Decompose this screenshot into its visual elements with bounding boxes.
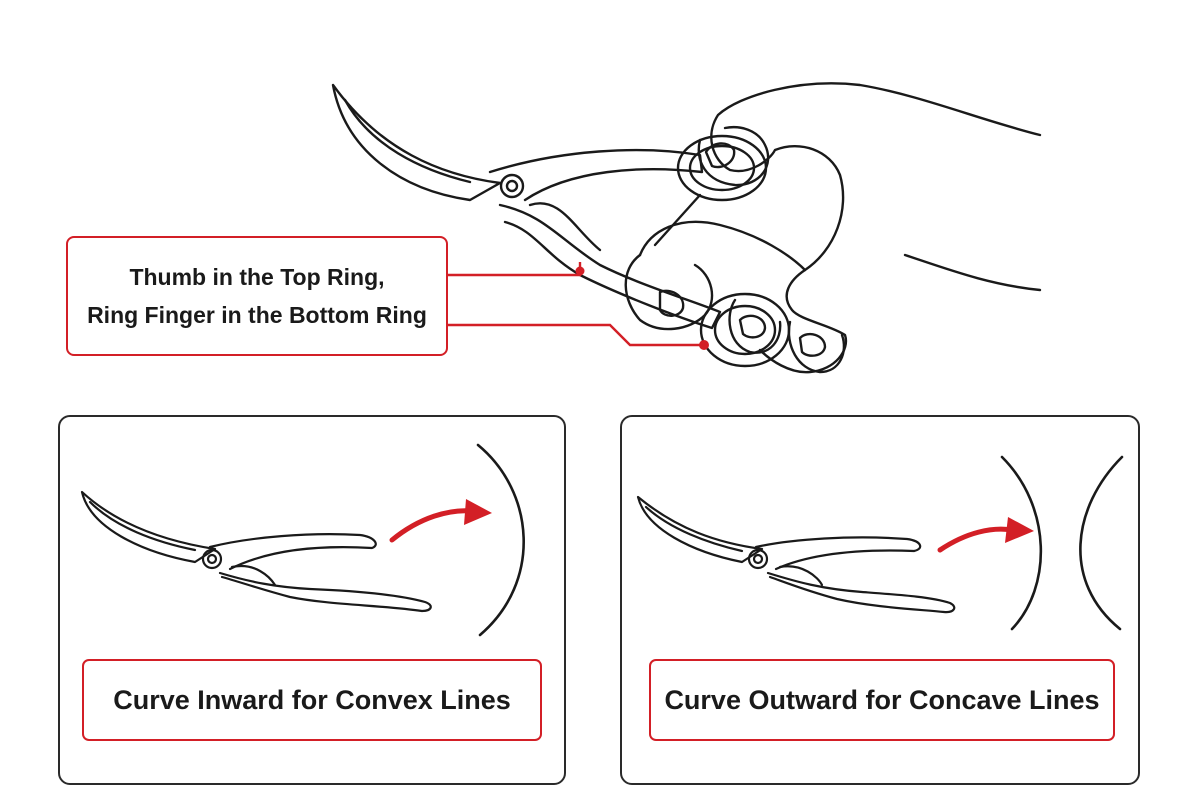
top-shear-pivot (499, 173, 525, 199)
top-shear-blade (331, 83, 502, 202)
thumb (697, 126, 770, 187)
convex-shear-lower-handle (218, 571, 432, 613)
leader-dot-bottom (699, 340, 709, 350)
concave-illustration (636, 455, 1124, 631)
convex-illustration (80, 443, 525, 637)
convex-shear-blade (80, 490, 217, 564)
leader-line-bottom (448, 323, 704, 347)
concave-technique-label: Curve Outward for Concave Lines (649, 659, 1115, 741)
convex-arrow-head (464, 499, 492, 525)
concave-shear-lower-handle (766, 571, 956, 614)
convex-shear-upper-handle (208, 533, 377, 571)
convex-technique-panel: Curve Inward for Convex Lines (58, 415, 566, 785)
concave-technique-label-text: Curve Outward for Concave Lines (664, 684, 1100, 715)
convex-shear-pivot (201, 548, 223, 570)
concave-line-right (1079, 455, 1124, 631)
ring-grip-callout: Thumb in the Top Ring, Ring Finger in th… (66, 236, 448, 356)
concave-curve-arrow (937, 526, 1015, 553)
concave-shear-upper-handle (754, 536, 922, 571)
convex-technique-label: Curve Inward for Convex Lines (82, 659, 542, 741)
hand-holding-shears-illustration (331, 82, 1042, 374)
leader-dot-top (575, 266, 585, 276)
leader-line-top (448, 262, 582, 277)
concave-shear-pivot (747, 548, 769, 570)
convex-technique-label-text: Curve Inward for Convex Lines (113, 684, 511, 715)
convex-line (476, 443, 525, 637)
index-finger (624, 253, 714, 331)
concave-arrow-head (1005, 517, 1034, 543)
ring-finger (728, 298, 782, 354)
callout-line-2: Ring Finger in the Bottom Ring (87, 302, 427, 328)
hand-outline (710, 82, 1042, 374)
top-shear-lower-handle (498, 203, 722, 330)
concave-line-left (1000, 455, 1043, 631)
little-finger (787, 320, 846, 374)
callout-line-1: Thumb in the Top Ring, (129, 264, 385, 290)
concave-shear-blade (636, 495, 764, 564)
concave-technique-panel: Curve Outward for Concave Lines (620, 415, 1140, 785)
convex-curve-arrow (389, 508, 475, 543)
